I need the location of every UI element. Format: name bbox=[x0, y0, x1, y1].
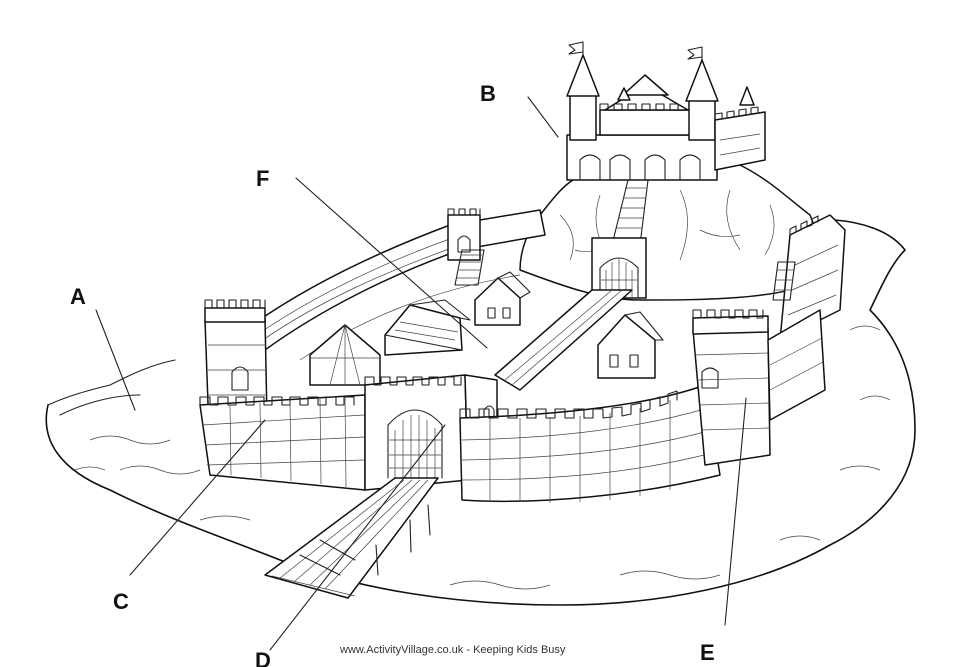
leader-line-e bbox=[724, 397, 747, 626]
leader-line-d bbox=[269, 424, 446, 651]
right-tower bbox=[692, 309, 826, 466]
front-wall-right bbox=[459, 384, 721, 503]
label-c: C bbox=[113, 589, 129, 614]
front-wall-left bbox=[199, 394, 366, 491]
leader-lines bbox=[95, 96, 747, 651]
keep bbox=[566, 41, 766, 181]
leader-line-f bbox=[295, 177, 488, 349]
back-curtain-wall bbox=[244, 208, 546, 351]
label-e: E bbox=[700, 640, 715, 665]
right-curtain-wall bbox=[772, 214, 846, 341]
inner-causeway bbox=[494, 289, 633, 391]
label-f: F bbox=[256, 166, 270, 191]
leader-line-c bbox=[129, 419, 266, 576]
label-a: A bbox=[70, 284, 86, 309]
mound-gatehouse bbox=[591, 237, 647, 299]
drawbridge bbox=[264, 477, 439, 599]
moat-ground bbox=[45, 219, 916, 606]
leader-line-b bbox=[527, 96, 559, 138]
label-d: D bbox=[255, 648, 271, 667]
credit-text: www.ActivityVillage.co.uk - Keeping Kids… bbox=[340, 644, 566, 656]
leader-line-a bbox=[95, 309, 136, 411]
label-b: B bbox=[480, 81, 496, 106]
bailey-buildings bbox=[309, 271, 664, 386]
